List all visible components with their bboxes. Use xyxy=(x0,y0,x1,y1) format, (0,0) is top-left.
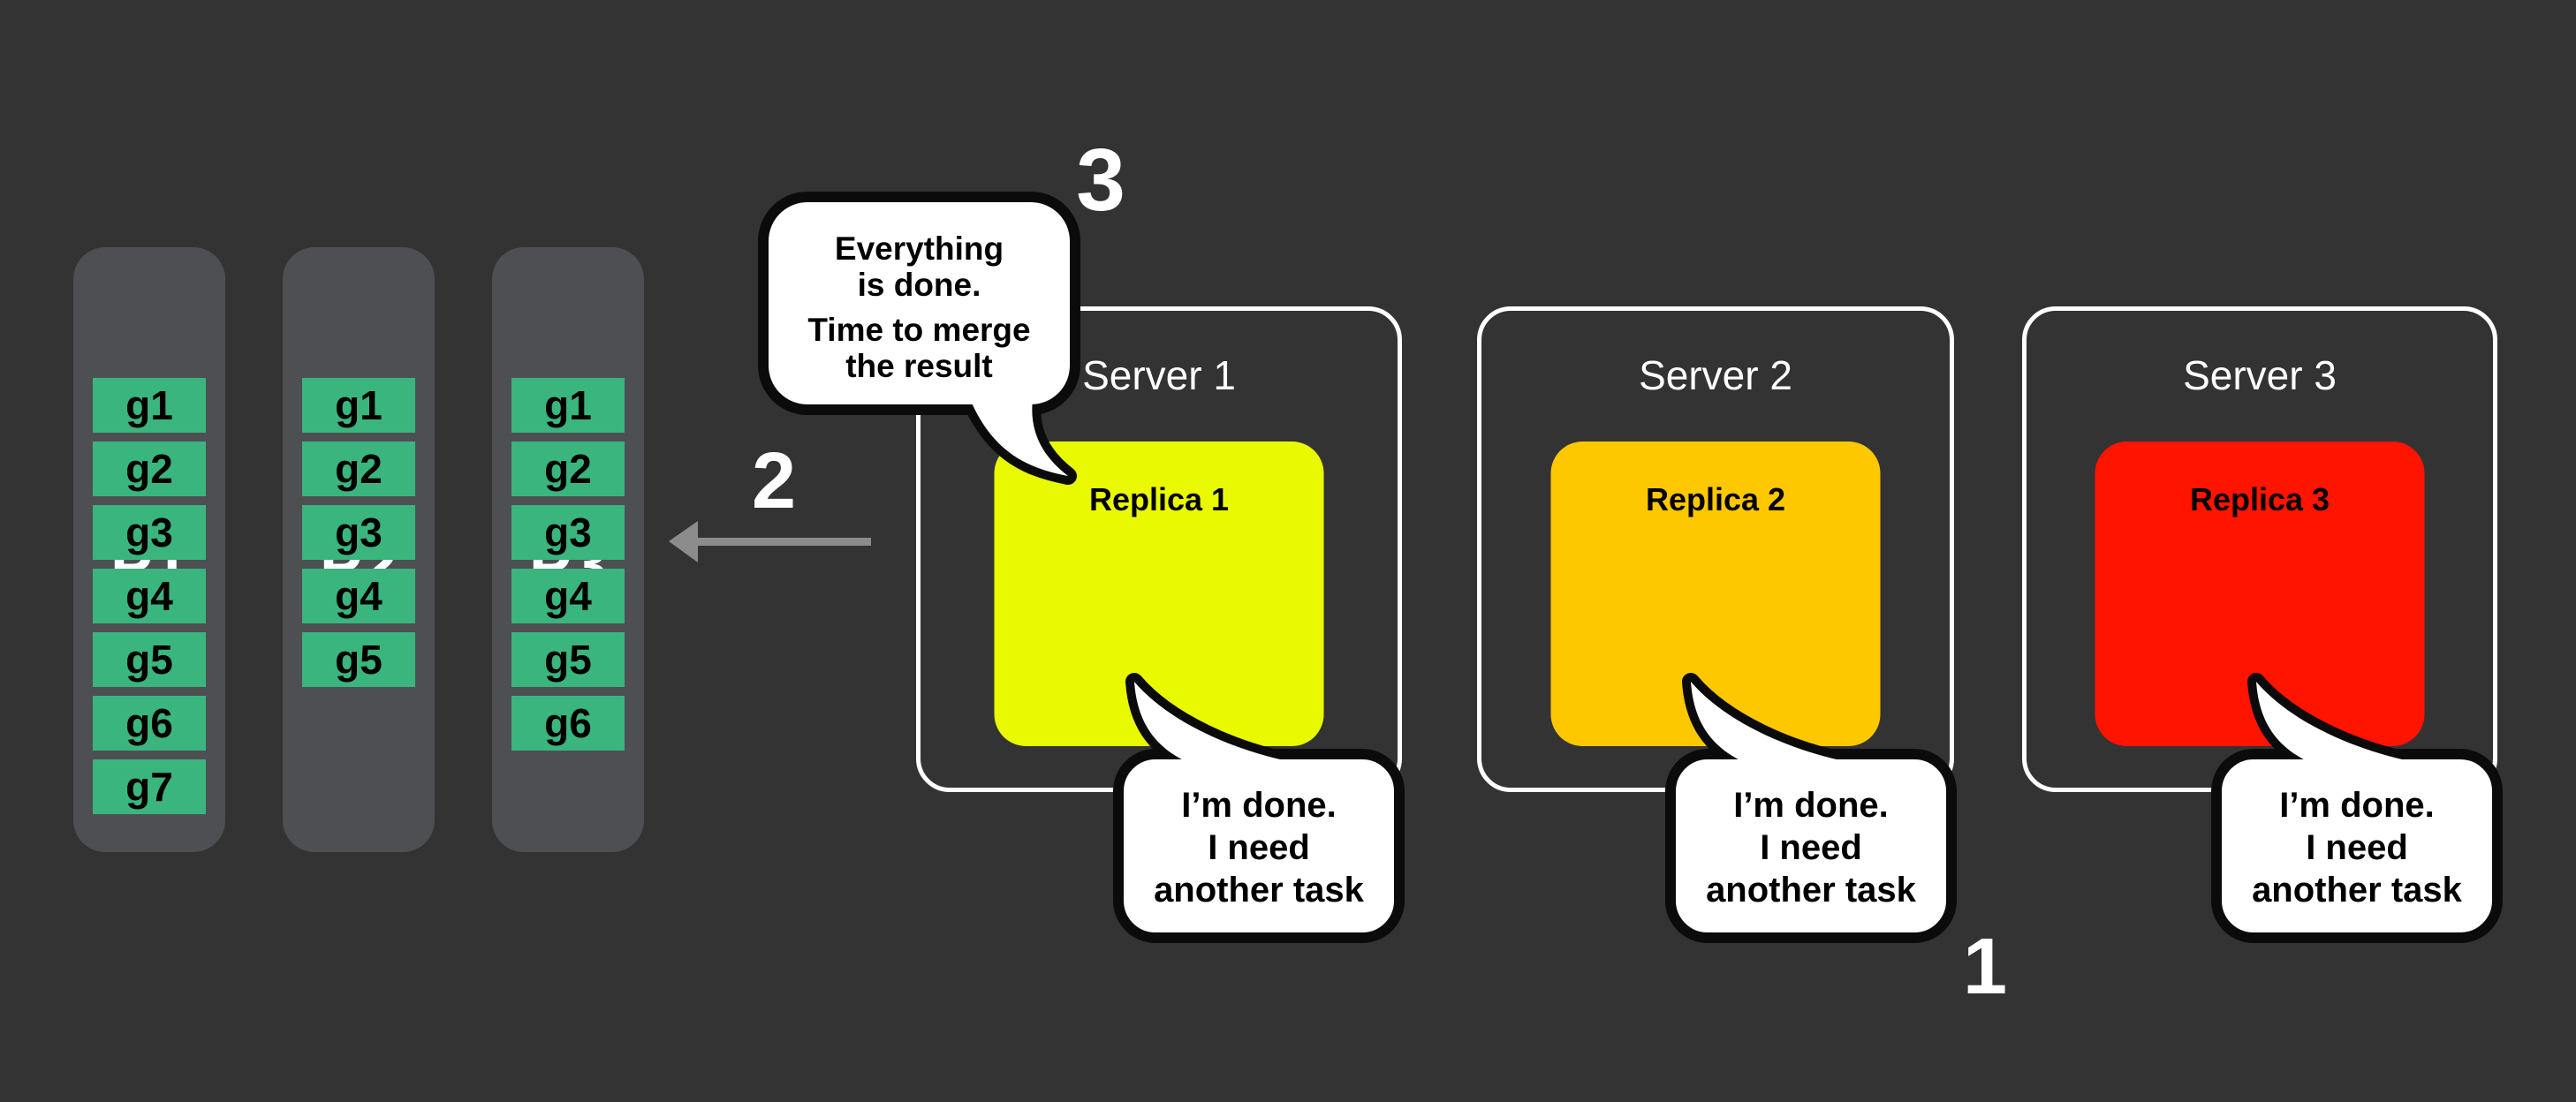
bubble-line: I’m done. xyxy=(1733,786,1889,825)
speech-bubble-merge: Everything is done. Time to merge the re… xyxy=(758,192,1080,415)
chunk-cell: g4 xyxy=(511,569,625,623)
chunk-cell: g6 xyxy=(93,696,206,751)
replica-box-1: Replica 1 xyxy=(994,442,1324,746)
partition-p3: P3 g1 g2 g3 g4 g5 g6 xyxy=(492,247,644,852)
partition-p3-chunks: g1 g2 g3 g4 g5 g6 xyxy=(511,378,625,751)
bubble-line: another task xyxy=(2252,871,2462,910)
bubble-line: Time to merge xyxy=(807,312,1031,348)
chunk-cell: g4 xyxy=(93,569,206,623)
speech-bubble-done-3-text: I’m done. I need another task xyxy=(2222,759,2492,911)
partition-p2: P2 g1 g2 g3 g4 g5 xyxy=(283,247,435,852)
server-box-2: Server 2 Replica 2 xyxy=(1477,306,1954,792)
server-2-title: Server 2 xyxy=(1639,352,1792,398)
bubble-line: I need xyxy=(1208,828,1310,867)
chunk-cell: g1 xyxy=(302,378,415,433)
bubble-line: I need xyxy=(2306,828,2408,867)
chunk-cell: g6 xyxy=(511,696,625,751)
chunk-cell: g1 xyxy=(511,378,625,433)
bubble-line: another task xyxy=(1706,871,1916,910)
chunk-cell: g5 xyxy=(511,632,625,687)
bubble-line: I need xyxy=(1760,828,1862,867)
speech-bubble-done-2: I’m done. I need another task xyxy=(1665,749,1957,943)
partition-p2-chunks: g1 g2 g3 g4 g5 xyxy=(302,378,415,687)
bubble-line: another task xyxy=(1154,871,1364,910)
replica-3-label: Replica 3 xyxy=(2189,481,2330,517)
bubble-line: Everything xyxy=(834,230,1004,267)
speech-bubble-done-3: I’m done. I need another task xyxy=(2211,749,2503,943)
partition-p1-chunks: g1 g2 g3 g4 g5 g6 g7 xyxy=(93,378,206,814)
server-1-title: Server 1 xyxy=(1082,352,1236,398)
merge-arrow-icon xyxy=(669,521,871,562)
replica-box-3: Replica 3 xyxy=(2095,442,2425,746)
chunk-cell: g3 xyxy=(93,505,206,560)
chunk-cell: g3 xyxy=(511,505,625,560)
step-number-1: 1 xyxy=(1962,923,2008,1011)
step-number-3: 3 xyxy=(1076,131,1125,230)
server-box-3: Server 3 Replica 3 xyxy=(2022,306,2497,792)
bubble-line: I’m done. xyxy=(1181,786,1337,825)
bubble-line: the result xyxy=(845,348,993,384)
replica-box-2: Replica 2 xyxy=(1550,442,1881,746)
replica-2-label: Replica 2 xyxy=(1645,481,1786,517)
chunk-cell: g1 xyxy=(93,378,206,433)
speech-bubble-merge-text: Everything is done. Time to merge the re… xyxy=(769,202,1070,384)
speech-bubble-done-1: I’m done. I need another task xyxy=(1113,749,1405,943)
chunk-cell: g5 xyxy=(302,632,415,687)
bubble-line: I’m done. xyxy=(2279,786,2435,825)
partition-p1: P1 g1 g2 g3 g4 g5 g6 g7 xyxy=(73,247,225,852)
speech-bubble-done-1-text: I’m done. I need another task xyxy=(1124,759,1394,911)
step-number-2: 2 xyxy=(751,437,797,525)
chunk-cell: g4 xyxy=(302,569,415,623)
chunk-cell: g3 xyxy=(302,505,415,560)
replica-1-label: Replica 1 xyxy=(1088,481,1230,517)
speech-bubble-done-2-text: I’m done. I need another task xyxy=(1676,759,1946,911)
bubble-line: is done. xyxy=(857,267,981,303)
server-3-title: Server 3 xyxy=(2183,352,2337,398)
chunk-cell: g5 xyxy=(93,632,206,687)
chunk-cell: g2 xyxy=(93,442,206,496)
chunk-cell: g2 xyxy=(302,442,415,496)
chunk-cell: g7 xyxy=(93,759,206,814)
chunk-cell: g2 xyxy=(511,442,625,496)
